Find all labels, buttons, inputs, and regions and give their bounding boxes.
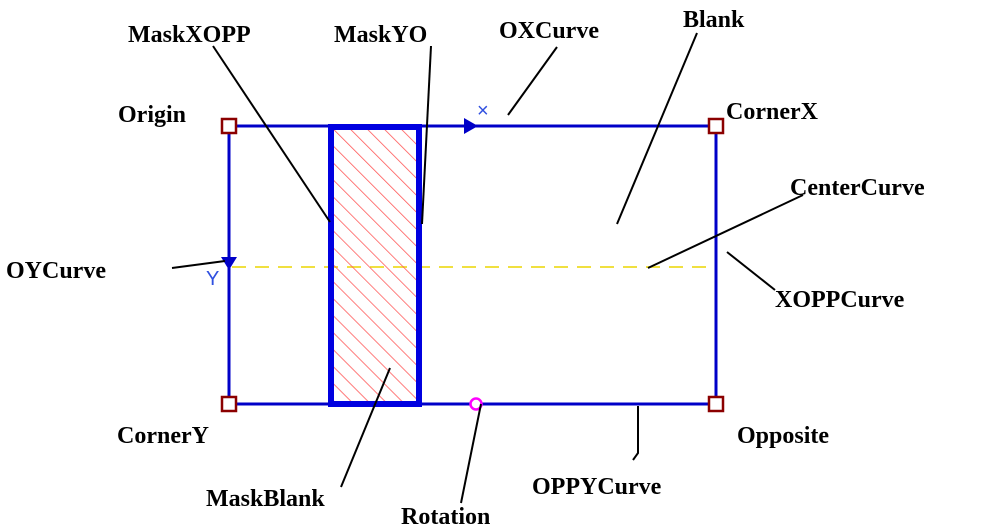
leader-mask-xopp [212, 45, 331, 223]
label-oy-curve: OYCurve [6, 258, 106, 284]
ox-arrow-icon [464, 118, 478, 134]
corner-marker-origin [220, 117, 238, 135]
label-center-curve: CenterCurve [790, 175, 925, 201]
label-mask-blank: MaskBlank [206, 486, 325, 512]
label-mask-yo: MaskYO [334, 22, 427, 48]
corner-marker-cornerx [707, 117, 725, 135]
label-oppy-curve: OPPYCurve [532, 474, 662, 500]
label-corner-y: CornerY [117, 423, 209, 449]
label-mask-xopp: MaskXOPP [128, 22, 251, 48]
leader-center-curve [647, 194, 804, 269]
label-blank: Blank [683, 7, 745, 33]
label-ox-curve: OXCurve [499, 18, 599, 44]
leader-xopp-curve [726, 251, 776, 291]
y-axis-glyph: Y [206, 268, 219, 290]
leader-mask-blank [340, 367, 391, 488]
corner-marker-cornery [220, 395, 238, 413]
x-axis-glyph: × [477, 100, 489, 122]
leader-blank [616, 32, 698, 225]
label-opposite: Opposite [737, 423, 829, 449]
leader-oppy-curve [632, 406, 639, 461]
leader-oy-curve [171, 260, 226, 269]
corner-marker-opposite [707, 395, 725, 413]
mask-blank-region [328, 124, 422, 407]
leader-ox-curve [507, 46, 558, 116]
label-corner-x: CornerX [726, 99, 819, 125]
label-origin: Origin [118, 102, 186, 128]
leader-rotation [460, 403, 482, 504]
blank-rectangle [227, 124, 718, 406]
label-rotation: Rotation [401, 504, 490, 530]
rotation-marker-icon [469, 397, 483, 411]
oy-arrow-icon [221, 257, 237, 270]
leader-mask-yo [421, 45, 432, 225]
label-xopp-curve: XOPPCurve [775, 287, 905, 313]
